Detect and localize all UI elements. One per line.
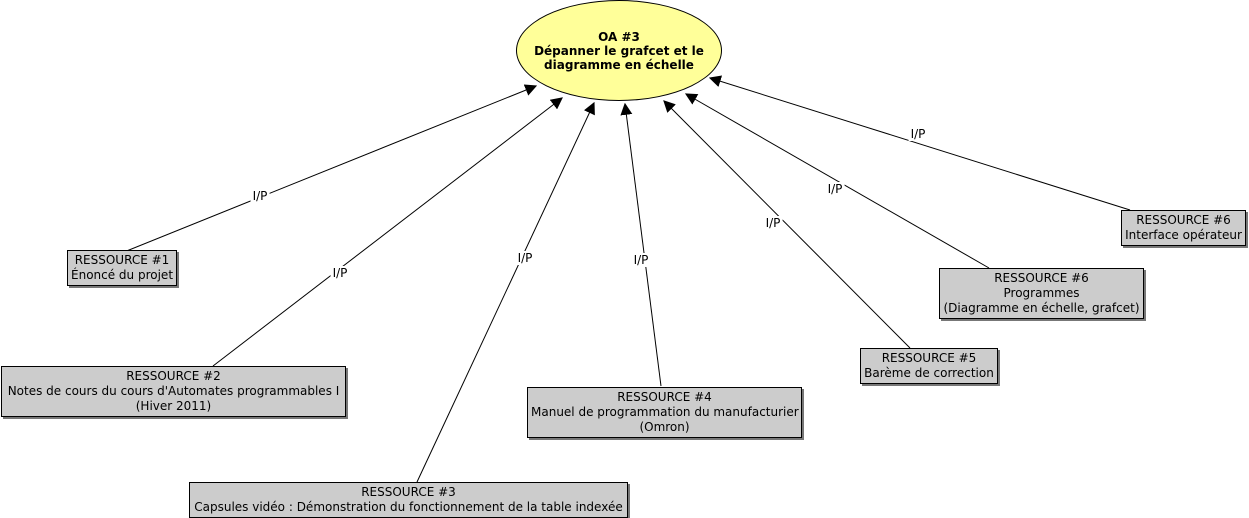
resource-desc: (Diagramme en échelle, grafcet): [943, 301, 1140, 315]
link-label: I/P: [763, 216, 783, 230]
resource-node-2[interactable]: RESSOURCE #2 Notes de cours du cours d'A…: [1, 366, 346, 417]
resource-title: RESSOURCE #5: [881, 351, 977, 365]
resource-title: RESSOURCE #3: [361, 485, 456, 499]
link-res4: [620, 102, 662, 387]
resource-desc: (Hiver 2011): [135, 399, 212, 413]
resource-node-4[interactable]: RESSOURCE #4 Manuel de programmation du …: [527, 387, 802, 438]
link-res6b: [708, 75, 1131, 211]
link-label: I/P: [631, 253, 651, 267]
resource-desc: Interface opérateur: [1125, 228, 1242, 242]
resource-desc: Notes de cours du cours d'Automates prog…: [7, 384, 340, 398]
link-label: I/P: [515, 251, 535, 265]
goal-id: OA #3: [598, 29, 640, 44]
resource-title: RESSOURCE #4: [617, 390, 712, 404]
resource-node-1[interactable]: RESSOURCE #1 Énoncé du projet: [67, 250, 177, 286]
link-label: I/P: [825, 182, 845, 196]
link-label: I/P: [908, 127, 928, 141]
resource-title: RESSOURCE #6: [994, 271, 1089, 285]
goal-node[interactable]: OA #3 Dépanner le grafcet et le diagramm…: [516, 0, 722, 101]
resource-node-5[interactable]: RESSOURCE #5 Barème de correction: [860, 348, 998, 384]
resource-node-6b[interactable]: RESSOURCE #6 Interface opérateur: [1121, 210, 1246, 246]
resource-node-6a[interactable]: RESSOURCE #6 Programmes (Diagramme en éc…: [939, 268, 1144, 319]
resource-desc: Capsules vidéo : Démonstration du foncti…: [194, 500, 623, 514]
link-label: I/P: [250, 189, 270, 203]
goal-title-line2: diagramme en échelle: [544, 57, 694, 72]
resource-desc: Programmes: [1003, 286, 1080, 300]
resource-title: RESSOURCE #6: [1136, 213, 1231, 227]
resource-node-3[interactable]: RESSOURCE #3 Capsules vidéo : Démonstrat…: [189, 482, 628, 518]
link-res6a: [684, 93, 990, 269]
resource-desc: (Omron): [639, 420, 690, 434]
goal-title-line1: Dépanner le grafcet et le: [534, 43, 704, 58]
resource-desc: Barème de correction: [864, 366, 994, 380]
resource-desc: Énoncé du projet: [71, 268, 174, 282]
link-res3: [416, 101, 595, 483]
resource-title: RESSOURCE #1: [74, 253, 170, 267]
resource-title: RESSOURCE #2: [126, 369, 221, 383]
link-label: I/P: [330, 266, 350, 280]
link-res1: [123, 84, 538, 253]
link-res2: [212, 97, 563, 367]
link-res5: [663, 100, 911, 349]
resource-desc: Manuel de programmation du manufacturier: [531, 405, 799, 419]
